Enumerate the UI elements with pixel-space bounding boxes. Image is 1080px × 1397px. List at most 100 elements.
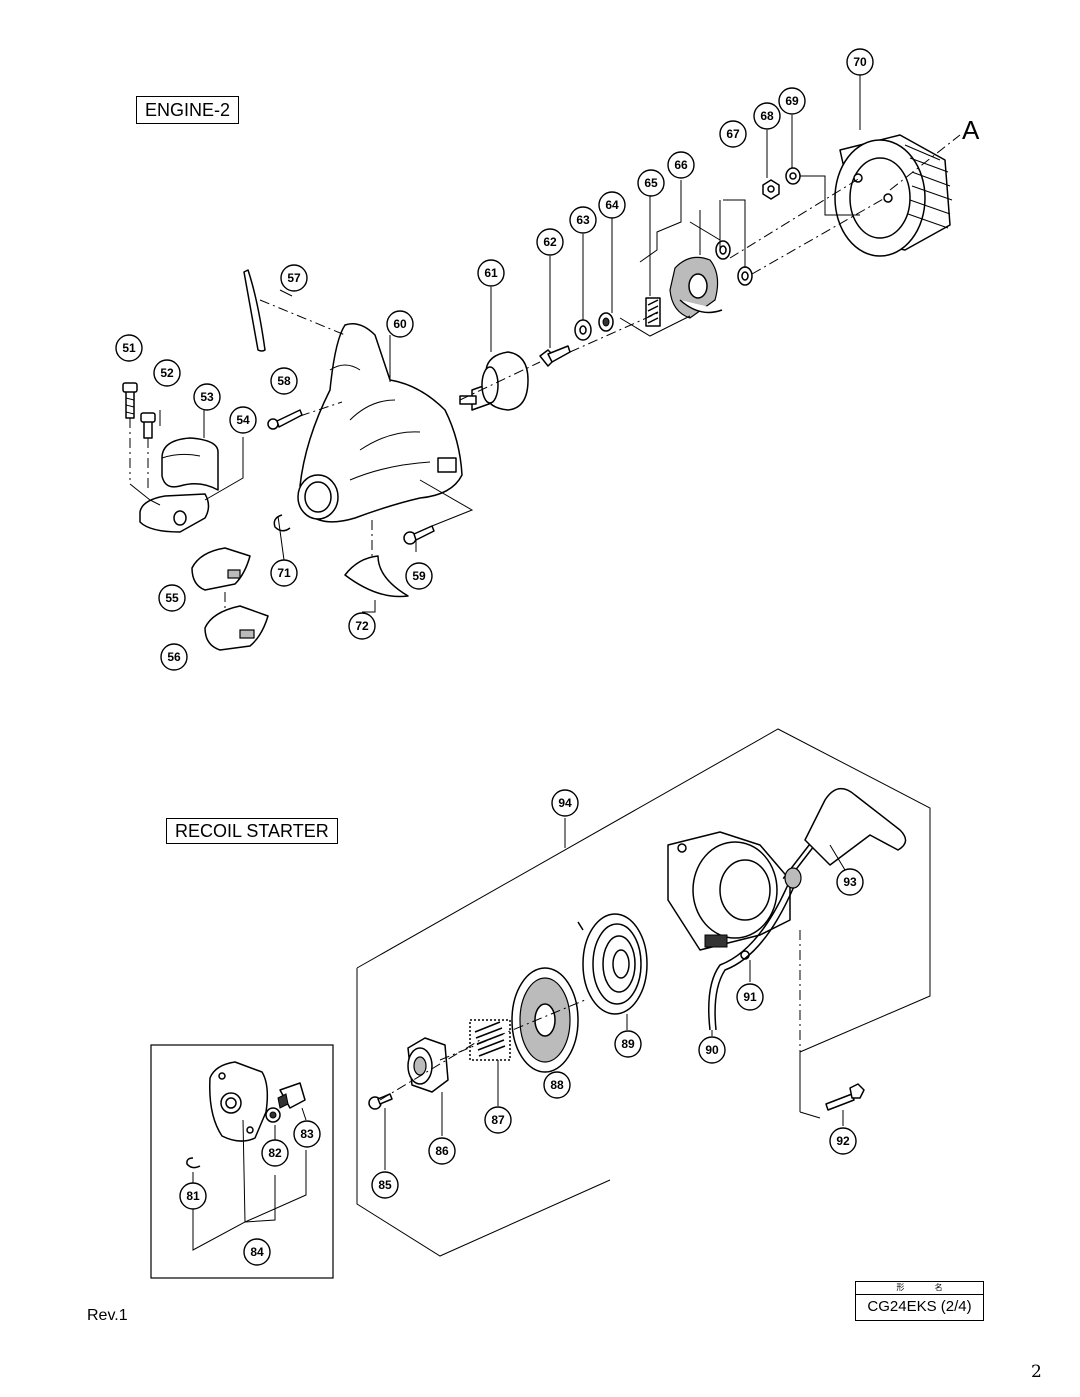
part-60-housing [297,323,463,523]
recoil-group-outline [356,728,931,1257]
part-82-pawl [265,1107,281,1123]
callout-51: 51 [115,334,143,362]
part-92-bolt [825,1083,865,1111]
callout-81: 81 [179,1182,207,1210]
callout-90: 90 [698,1036,726,1064]
part-63-washer [574,319,592,341]
svg-text:93: 93 [843,875,857,889]
model-box: 形 名 CG24EKS (2/4) [855,1281,984,1321]
callout-56: 56 [160,643,188,671]
part-64-washer [598,312,614,332]
svg-text:56: 56 [167,650,181,664]
callout-68: 68 [753,102,781,130]
engine-leader-lines [129,75,961,613]
callout-52: 52 [153,359,181,387]
callout-72: 72 [348,612,376,640]
callout-62: 62 [536,228,564,256]
callout-85: 85 [371,1171,399,1199]
callout-60: 60 [386,310,414,338]
model-number: CG24EKS (2/4) [867,1298,972,1315]
svg-text:64: 64 [605,198,619,212]
svg-text:54: 54 [236,413,250,427]
part-52-bolt [140,412,156,439]
svg-text:61: 61 [484,266,498,280]
part-85-screw [368,1093,393,1110]
svg-text:89: 89 [621,1037,635,1051]
callout-82: 82 [261,1139,289,1167]
callout-92: 92 [829,1127,857,1155]
svg-text:86: 86 [435,1144,449,1158]
callout-83: 83 [293,1120,321,1148]
callout-91: 91 [736,983,764,1011]
part-57-gasket [243,269,266,352]
part-88-reel [511,967,579,1073]
part-61-clutch-drum [459,351,529,411]
part-58-screw [267,409,303,430]
callout-87: 87 [484,1106,512,1134]
part-53-clamp [161,437,219,491]
callout-93: 93 [836,868,864,896]
part-59-screw [403,525,435,545]
part-90-rope [708,879,796,1031]
part-69-washer [785,167,801,185]
svg-text:52: 52 [160,366,174,380]
revision-label: Rev.1 [87,1307,128,1324]
callout-53: 53 [193,383,221,411]
callout-89: 89 [614,1030,642,1058]
callout-66: 66 [667,151,695,179]
part-68-nut [762,179,780,200]
callout-69: 69 [778,87,806,115]
callout-61: 61 [477,259,505,287]
callout-67: 67 [719,120,747,148]
part-71-clip [273,514,291,532]
callout-71: 71 [270,559,298,587]
callout-65: 65 [637,169,665,197]
svg-text:62: 62 [543,235,557,249]
svg-text:68: 68 [760,109,774,123]
callout-63: 63 [569,206,597,234]
svg-text:81: 81 [186,1189,200,1203]
part-86-ratchet [407,1037,449,1093]
svg-text:66: 66 [674,158,688,172]
part-87-spring [469,1019,511,1061]
svg-text:67: 67 [726,127,740,141]
svg-text:70: 70 [853,55,867,69]
part-91-starter-housing [667,831,791,960]
part-81-clip [186,1157,201,1169]
part-67-washer [715,240,753,286]
svg-text:60: 60 [393,317,407,331]
callout-59: 59 [405,562,433,590]
callout-86: 86 [428,1137,456,1165]
svg-text:53: 53 [200,390,214,404]
section-title-recoil-starter: RECOIL STARTER [166,818,338,844]
svg-text:58: 58 [277,374,291,388]
svg-text:65: 65 [644,176,658,190]
section-title-engine: ENGINE-2 [136,96,240,124]
svg-text:82: 82 [268,1146,282,1160]
callout-94: 94 [551,789,579,817]
part-70-flywheel [834,134,953,257]
svg-text:51: 51 [122,341,136,355]
svg-text:71: 71 [277,566,291,580]
svg-text:57: 57 [287,271,301,285]
callout-70: 70 [846,48,874,76]
svg-text:69: 69 [785,94,799,108]
reference-letter: A [962,115,980,145]
part-65-spring [645,297,661,327]
callout-54: 54 [229,406,257,434]
svg-text:83: 83 [300,1127,314,1141]
callout-64: 64 [598,191,626,219]
svg-text:90: 90 [705,1043,719,1057]
svg-text:91: 91 [743,990,757,1004]
part-56-holder [204,605,269,651]
svg-text:94: 94 [558,796,572,810]
svg-text:84: 84 [250,1245,264,1259]
svg-text:92: 92 [836,1134,850,1148]
recoil-inset-box [150,1044,334,1279]
svg-text:55: 55 [165,591,179,605]
svg-text:85: 85 [378,1178,392,1192]
callout-57: 57 [280,264,308,292]
callout-84: 84 [243,1238,271,1266]
svg-text:59: 59 [412,569,426,583]
